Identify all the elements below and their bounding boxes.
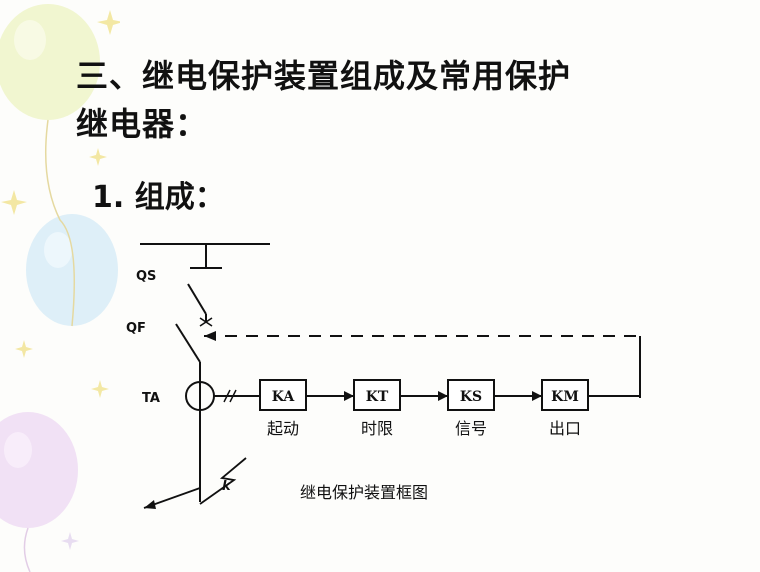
block-name: 出口 — [549, 419, 581, 438]
tick-mark — [229, 389, 237, 403]
block-code: KS — [460, 389, 482, 405]
trip-arrow-icon — [204, 331, 216, 341]
qs-label: QS — [136, 269, 156, 284]
balloon-decoration-icon — [0, 4, 120, 572]
diagram-caption: 继电保护装置框图 — [300, 483, 428, 502]
relay-block-km: KM 出口 — [541, 379, 589, 438]
tick-mark — [223, 389, 231, 403]
block-code: KA — [272, 389, 296, 405]
arrow-icon — [344, 391, 354, 401]
relay-block-kt: KT 时限 — [353, 379, 401, 438]
qf-blade — [175, 323, 201, 363]
relay-block-ka: KA 起动 — [259, 379, 307, 438]
qf-label: QF — [126, 321, 146, 336]
relay-protection-block-diagram: QS QF TA KA 起动 KT 时限 — [126, 243, 641, 509]
slide-title: 三、继电保护装置组成及常用保护 继电器： — [76, 52, 676, 148]
block-code: KM — [551, 389, 579, 405]
arrow-icon — [532, 391, 542, 401]
slide-title-line1: 三、继电保护装置组成及常用保护 — [76, 57, 572, 95]
section-heading: 1. 组成： — [92, 180, 225, 215]
qs-blade — [187, 283, 207, 315]
block-name: 时限 — [361, 419, 393, 438]
fault-arrow-icon — [144, 500, 156, 509]
qf-cross-b — [199, 317, 213, 327]
fault-lightning-icon — [199, 457, 247, 505]
fault-label: k — [222, 479, 232, 494]
relay-block-ks: KS 信号 — [447, 379, 495, 438]
block-name: 起动 — [267, 419, 299, 438]
block-code: KT — [366, 389, 389, 405]
block-name: 信号 — [455, 419, 487, 438]
slide-title-line2: 继电器： — [76, 105, 209, 143]
arrow-icon — [438, 391, 448, 401]
ta-label: TA — [142, 391, 160, 406]
